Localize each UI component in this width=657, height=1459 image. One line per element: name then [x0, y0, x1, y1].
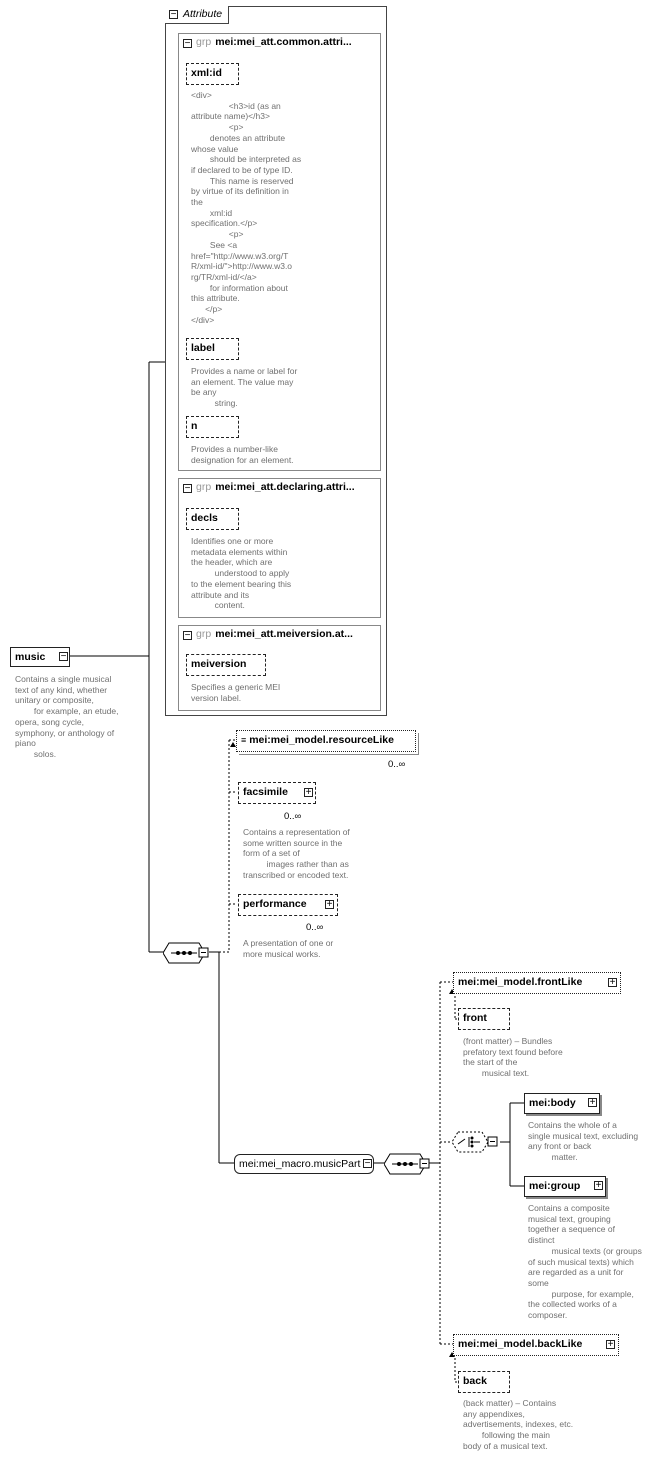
expand-icon[interactable]: +	[304, 787, 313, 798]
element-group[interactable]: mei:group	[524, 1176, 606, 1197]
sequence-compositor-icon[interactable]	[163, 942, 211, 964]
attribute-panel-header: − Attribute	[165, 6, 229, 24]
element-back-doc: (back matter) – Contains any appendixes,…	[463, 1398, 574, 1451]
root-element-music[interactable]: music	[10, 647, 70, 667]
element-back[interactable]: back	[458, 1371, 510, 1393]
attribute-group-declaring	[178, 478, 381, 618]
attribute-panel-title: Attribute	[183, 8, 223, 20]
performance-occurs: 0..∞	[306, 922, 324, 933]
element-facsimile-doc: Contains a representation of some writte…	[243, 827, 350, 880]
expand-icon[interactable]: +	[594, 1180, 603, 1191]
expand-icon[interactable]: +	[608, 977, 617, 988]
attribute-panel	[165, 6, 387, 716]
attribute-group-common	[178, 33, 381, 471]
collapse-icon[interactable]: −	[183, 483, 192, 494]
element-group-doc: Contains a composite musical text, group…	[528, 1203, 642, 1321]
collapse-icon[interactable]: −	[183, 38, 192, 49]
group-ref-icon: ≡	[241, 735, 247, 745]
attribute-xml-id-doc: <div> <h3>id (as an attribute name)</h3>…	[191, 90, 302, 325]
model-front-like[interactable]: mei:mei_model.frontLike	[453, 972, 621, 994]
element-performance[interactable]: performance	[238, 894, 338, 916]
root-element-music-doc: Contains a single musical text of any ki…	[15, 674, 119, 759]
collapse-icon[interactable]: −	[183, 630, 192, 641]
attribute-xml-id[interactable]: xml:id	[186, 63, 239, 85]
facsimile-occurs: 0..∞	[284, 811, 302, 822]
model-resource-like[interactable]: ≡ mei:mei_model.resourceLike	[236, 730, 416, 752]
attribute-n[interactable]: n	[186, 416, 239, 438]
attribute-decls-doc: Identifies one or more metadata elements…	[191, 536, 292, 611]
expand-icon[interactable]: +	[606, 1339, 615, 1350]
collapse-icon[interactable]: −	[363, 1158, 372, 1169]
sequence-compositor-icon[interactable]	[384, 1153, 432, 1175]
element-facsimile[interactable]: facsimile	[238, 782, 316, 804]
element-body[interactable]: mei:body	[524, 1093, 600, 1114]
collapse-icon[interactable]: −	[169, 9, 178, 20]
macro-music-part[interactable]: mei:mei_macro.musicPart	[234, 1154, 374, 1174]
model-back-like[interactable]: mei:mei_model.backLike	[453, 1334, 619, 1356]
element-body-doc: Contains the whole of a single musical t…	[528, 1120, 639, 1163]
attribute-meiversion-doc: Specifies a generic MEI version label.	[191, 682, 281, 703]
attribute-n-doc: Provides a number-like designation for a…	[191, 444, 294, 465]
attribute-meiversion[interactable]: meiversion	[186, 654, 266, 676]
expand-icon[interactable]: +	[325, 899, 334, 910]
choice-compositor-icon[interactable]	[452, 1131, 502, 1153]
element-front-doc: (front matter) – Bundles prefatory text …	[463, 1036, 563, 1079]
attribute-decls[interactable]: decls	[186, 508, 239, 530]
collapse-icon[interactable]: −	[59, 651, 68, 662]
attribute-label[interactable]: label	[186, 338, 239, 360]
element-front[interactable]: front	[458, 1008, 510, 1030]
attribute-label-doc: Provides a name or label for an element.…	[191, 366, 298, 409]
element-performance-doc: A presentation of one or more musical wo…	[243, 938, 334, 959]
resource-like-occurs: 0..∞	[388, 759, 406, 770]
expand-icon[interactable]: +	[588, 1097, 597, 1108]
